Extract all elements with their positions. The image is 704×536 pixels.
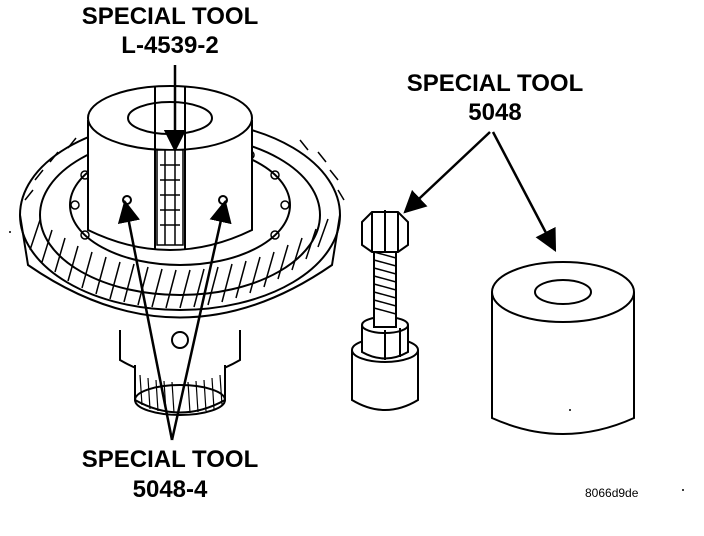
forcing-bolt [351,210,419,411]
label-l4539-2: SPECIAL TOOL L-4539-2 [60,5,280,58]
figure-id: 8066d9de [585,486,639,500]
label-5048: SPECIAL TOOL 5048 [385,72,605,125]
adapter-cylinder [491,261,635,435]
arrow-5048-4-right [170,199,232,441]
arrow-5048-4-left [117,199,174,441]
label-5048-line2: 5048 [468,99,522,126]
arrow-5048-bolt [403,131,491,214]
arrow-5048-cylinder [491,131,557,252]
scan-specks [9,231,684,491]
label-5048-4-line2: 5048-4 [132,476,208,503]
split-collar-tool [87,85,253,251]
label-l4539-2-line1: SPECIAL TOOL [81,3,259,30]
label-5048-4: SPECIAL TOOL 5048-4 [60,448,280,502]
label-l4539-2-line2: L-4539-2 [121,32,219,59]
label-5048-line1: SPECIAL TOOL [406,70,584,97]
leader-arrows [117,65,557,441]
label-5048-4-line1: SPECIAL TOOL [81,446,259,473]
